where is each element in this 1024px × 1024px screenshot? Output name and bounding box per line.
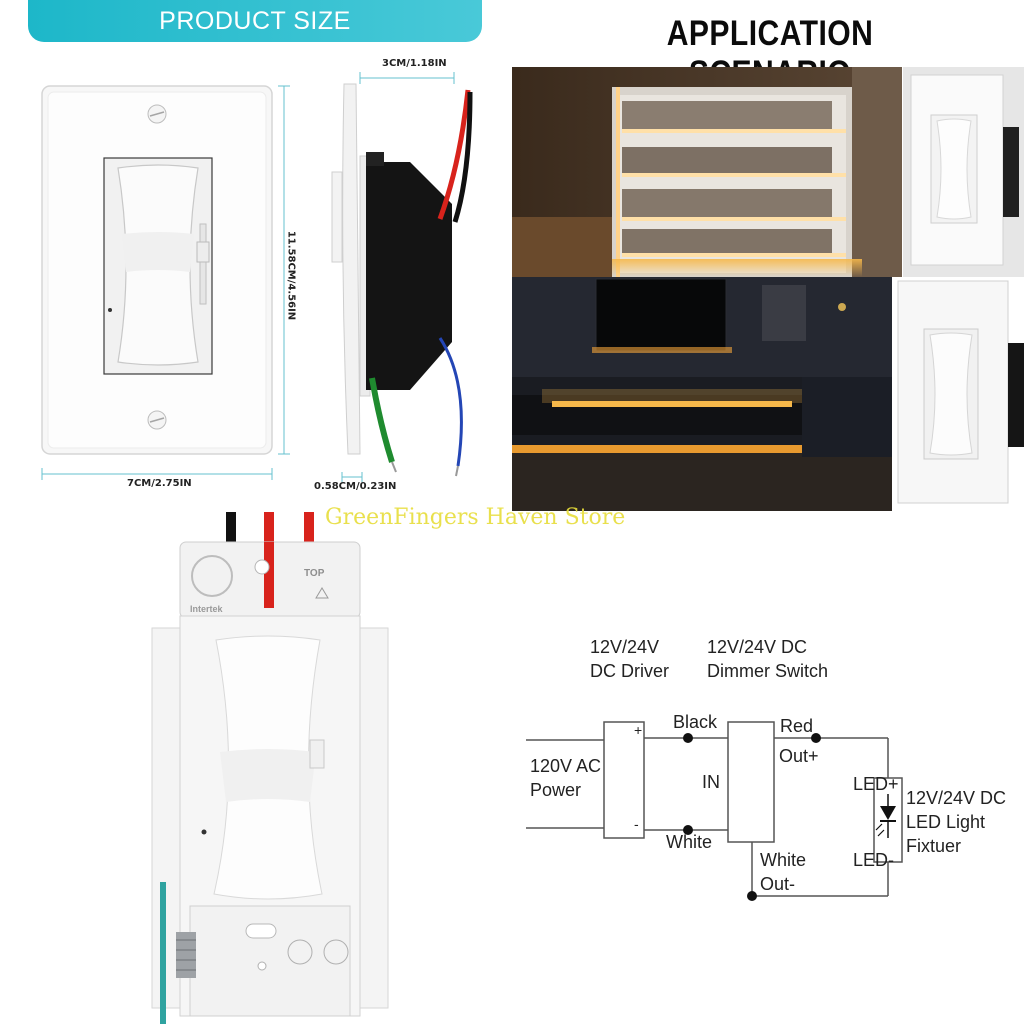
led-diode-icon	[875, 794, 896, 838]
product-size-drawing	[41, 72, 473, 482]
dimmer-switch-box	[727, 721, 775, 843]
white-in-wire-label: White	[666, 832, 713, 852]
driver-plus-label: +	[634, 722, 643, 738]
intertek-marking: Intertek	[190, 604, 223, 614]
switch-inset-photo-1	[903, 67, 1024, 277]
bookshelf-scene-photo	[512, 67, 902, 277]
green-wire	[369, 377, 395, 463]
dimmer-label-1: 12V/24V DC	[707, 637, 808, 657]
dc-driver-box	[603, 721, 645, 839]
led-plus-label: LED+	[853, 774, 899, 794]
led-minus-label: LED-	[853, 850, 895, 870]
switch-body-side	[366, 162, 452, 390]
ground-screw-icon	[176, 932, 196, 978]
ac-power-label-2: Power	[530, 780, 582, 800]
dc-driver-label-1: 12V/24V	[590, 637, 660, 657]
dimmer-label-2: Dimmer Switch	[707, 661, 829, 681]
switch-inset-photo-2	[892, 277, 1024, 511]
screw-top-icon	[147, 104, 167, 124]
red-wire	[437, 89, 471, 220]
black-wire-label: Black	[673, 712, 718, 732]
red-wire-label: Red	[780, 716, 814, 736]
fixture-label-1: 12V/24V DC	[906, 788, 1007, 808]
living-room-scene-photo	[512, 277, 892, 511]
store-watermark: GreenFingers Haven Store	[325, 505, 626, 530]
blue-wire	[438, 337, 463, 467]
driver-minus-label: -	[634, 816, 639, 832]
height-dimension-label: 11.58CM/4.56IN	[285, 230, 297, 321]
fixture-label-2: LED Light	[906, 812, 986, 832]
white-out-label-1: White	[760, 850, 807, 870]
product-size-banner: PRODUCT SIZE	[28, 0, 482, 42]
depth-dimension-label: 3CM/1.18IN	[382, 58, 447, 69]
tv-screen	[595, 278, 727, 352]
dc-driver-label-2: DC Driver	[590, 661, 669, 681]
top-marking: TOP	[304, 568, 325, 579]
led-strip-glow	[552, 401, 792, 407]
fixture-label-3: Fixtuer	[906, 836, 962, 856]
wiring-diagram	[526, 721, 903, 901]
ac-power-label-1: 120V AC	[530, 756, 602, 776]
plate-depth-dimension-label: 0.58CM/0.23IN	[314, 481, 397, 492]
screw-bottom-icon	[147, 410, 167, 430]
white-out-label-2: Out-	[760, 874, 796, 894]
dimmer-switch-front-photo	[151, 512, 389, 1024]
wall-plate-side	[342, 83, 361, 455]
out-plus-label: Out+	[779, 746, 819, 766]
dimmer-in-label: IN	[702, 772, 720, 792]
width-dimension-label: 7CM/2.75IN	[127, 478, 192, 489]
